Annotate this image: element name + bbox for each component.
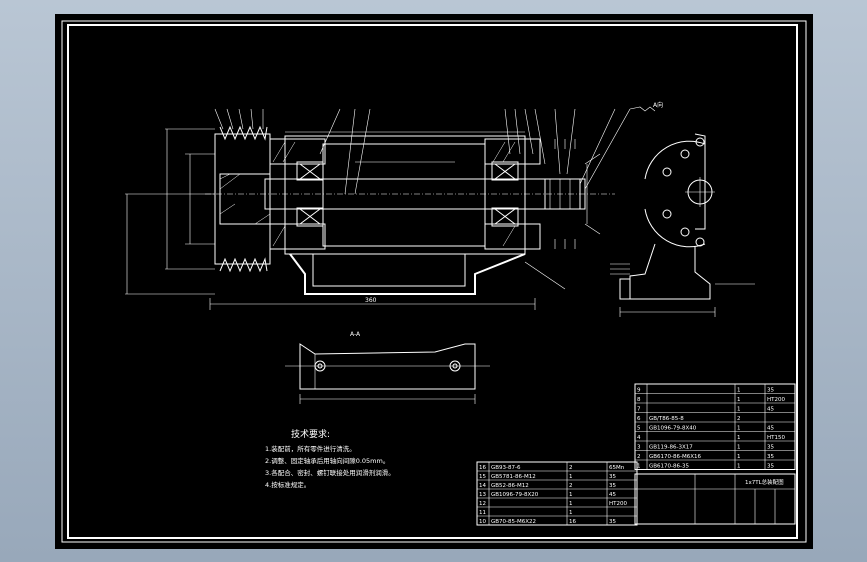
table-cell: 3: [637, 445, 641, 451]
table-cell: 1: [569, 474, 573, 480]
table-cell: GB6170-86-35: [649, 464, 689, 470]
table-cell: HT200: [609, 501, 627, 507]
table-cell: 35: [767, 464, 774, 470]
table-cell: GB119-86-3X17: [649, 445, 693, 451]
table-cell: 16: [479, 465, 486, 471]
shaft: [205, 178, 615, 210]
table-cell: 45: [767, 407, 774, 413]
pulley: [214, 125, 271, 273]
table-cell: HT200: [767, 397, 785, 403]
length-dimension: 360: [365, 297, 377, 304]
table-cell: 6: [637, 416, 641, 422]
table-cell: 16: [569, 519, 576, 525]
drawing-sheet: 360: [55, 14, 813, 549]
table-cell: 35: [609, 474, 616, 480]
leader-lines: [214, 106, 656, 195]
table-cell: 1: [569, 492, 573, 498]
table-cell: 35: [767, 388, 774, 394]
table-cell: 35: [609, 483, 616, 489]
table-cell: 10: [479, 519, 486, 525]
note-line: 2.调整、固定轴承后用轴向间隙0.05mm。: [265, 456, 389, 465]
table-cell: 7: [637, 407, 641, 413]
table-cell: 2: [569, 465, 573, 471]
note-line: 4.按标准规定。: [265, 480, 310, 489]
top-dimensions: [285, 131, 525, 163]
table-cell: 45: [609, 492, 616, 498]
table-cell: 11: [479, 510, 486, 516]
table-cell: 1: [737, 435, 741, 441]
table-cell: 12: [479, 501, 486, 507]
table-cell: GB5781-86-M12: [491, 474, 536, 480]
table-cell: GB1096-79-8X20: [491, 492, 539, 498]
table-cell: 2: [637, 454, 641, 460]
table-cell: 15: [479, 474, 486, 480]
drawing-name: 1x7TL总装配图: [745, 478, 784, 486]
detail-view: A-A: [285, 331, 490, 404]
outer-border: [61, 20, 807, 543]
bearing-housing: [269, 135, 541, 255]
side-view-label: A向: [653, 101, 663, 109]
table-cell: 13: [479, 492, 486, 498]
left-dimensions: [125, 128, 215, 295]
parts-list-left: 16 GB93-87-6 2 65Mn 15 GB5781-86-M12 1 35 14 GB52…: [476, 461, 638, 526]
table-cell: 65Mn: [609, 465, 625, 471]
table-cell: 1: [737, 397, 741, 403]
note-line: 1.装配前，所有零件进行清洗。: [265, 444, 356, 453]
table-cell: 1: [637, 464, 641, 470]
table-cell: 2: [569, 483, 573, 489]
table-cell: HT150: [767, 435, 785, 441]
title-block: 1x7TL总装配图: [634, 473, 796, 525]
table-cell: 1: [737, 426, 741, 432]
cad-drawing: 360: [61, 20, 807, 543]
table-cell: 1: [737, 454, 741, 460]
table-cell: 1: [737, 464, 741, 470]
table-cell: 35: [609, 519, 616, 525]
table-cell: 45: [767, 426, 774, 432]
inner-border: [67, 24, 798, 539]
table-cell: 9: [637, 388, 641, 394]
main-section-view: 360: [125, 106, 656, 310]
table-cell: 5: [637, 426, 641, 432]
table-cell: 1: [569, 510, 573, 516]
table-cell: GB1096-79-8X40: [649, 426, 697, 432]
table-cell: GB52-86-M12: [491, 483, 529, 489]
table-cell: GB93-87-6: [491, 465, 521, 471]
table-cell: 1: [569, 501, 573, 507]
table-cell: 8: [637, 397, 641, 403]
table-cell: 2: [737, 416, 741, 422]
table-cell: GB/T86-85-8: [649, 416, 684, 422]
table-cell: 1: [737, 407, 741, 413]
notes-heading: 技术要求:: [291, 428, 330, 440]
table-cell: 4: [637, 435, 641, 441]
housing-base: 360: [209, 253, 566, 310]
table-cell: 35: [767, 454, 774, 460]
table-cell: GB70-85-M6X22: [491, 519, 536, 525]
shaft-end: [544, 139, 601, 249]
detail-view-label: A-A: [350, 331, 361, 338]
table-cell: 14: [479, 483, 486, 489]
table-cell: 1: [737, 388, 741, 394]
side-view: A向: [610, 101, 755, 317]
table-cell: 1: [737, 445, 741, 451]
table-cell: 35: [767, 445, 774, 451]
note-line: 3.各配合、密封、螺钉联接处用润滑剂润滑。: [265, 468, 395, 477]
table-cell: GB6170-86-M6X16: [649, 454, 702, 460]
technical-notes: 技术要求: 1.装配前，所有零件进行清洗。 2.调整、固定轴承后用轴向间隙0.0…: [265, 428, 395, 489]
